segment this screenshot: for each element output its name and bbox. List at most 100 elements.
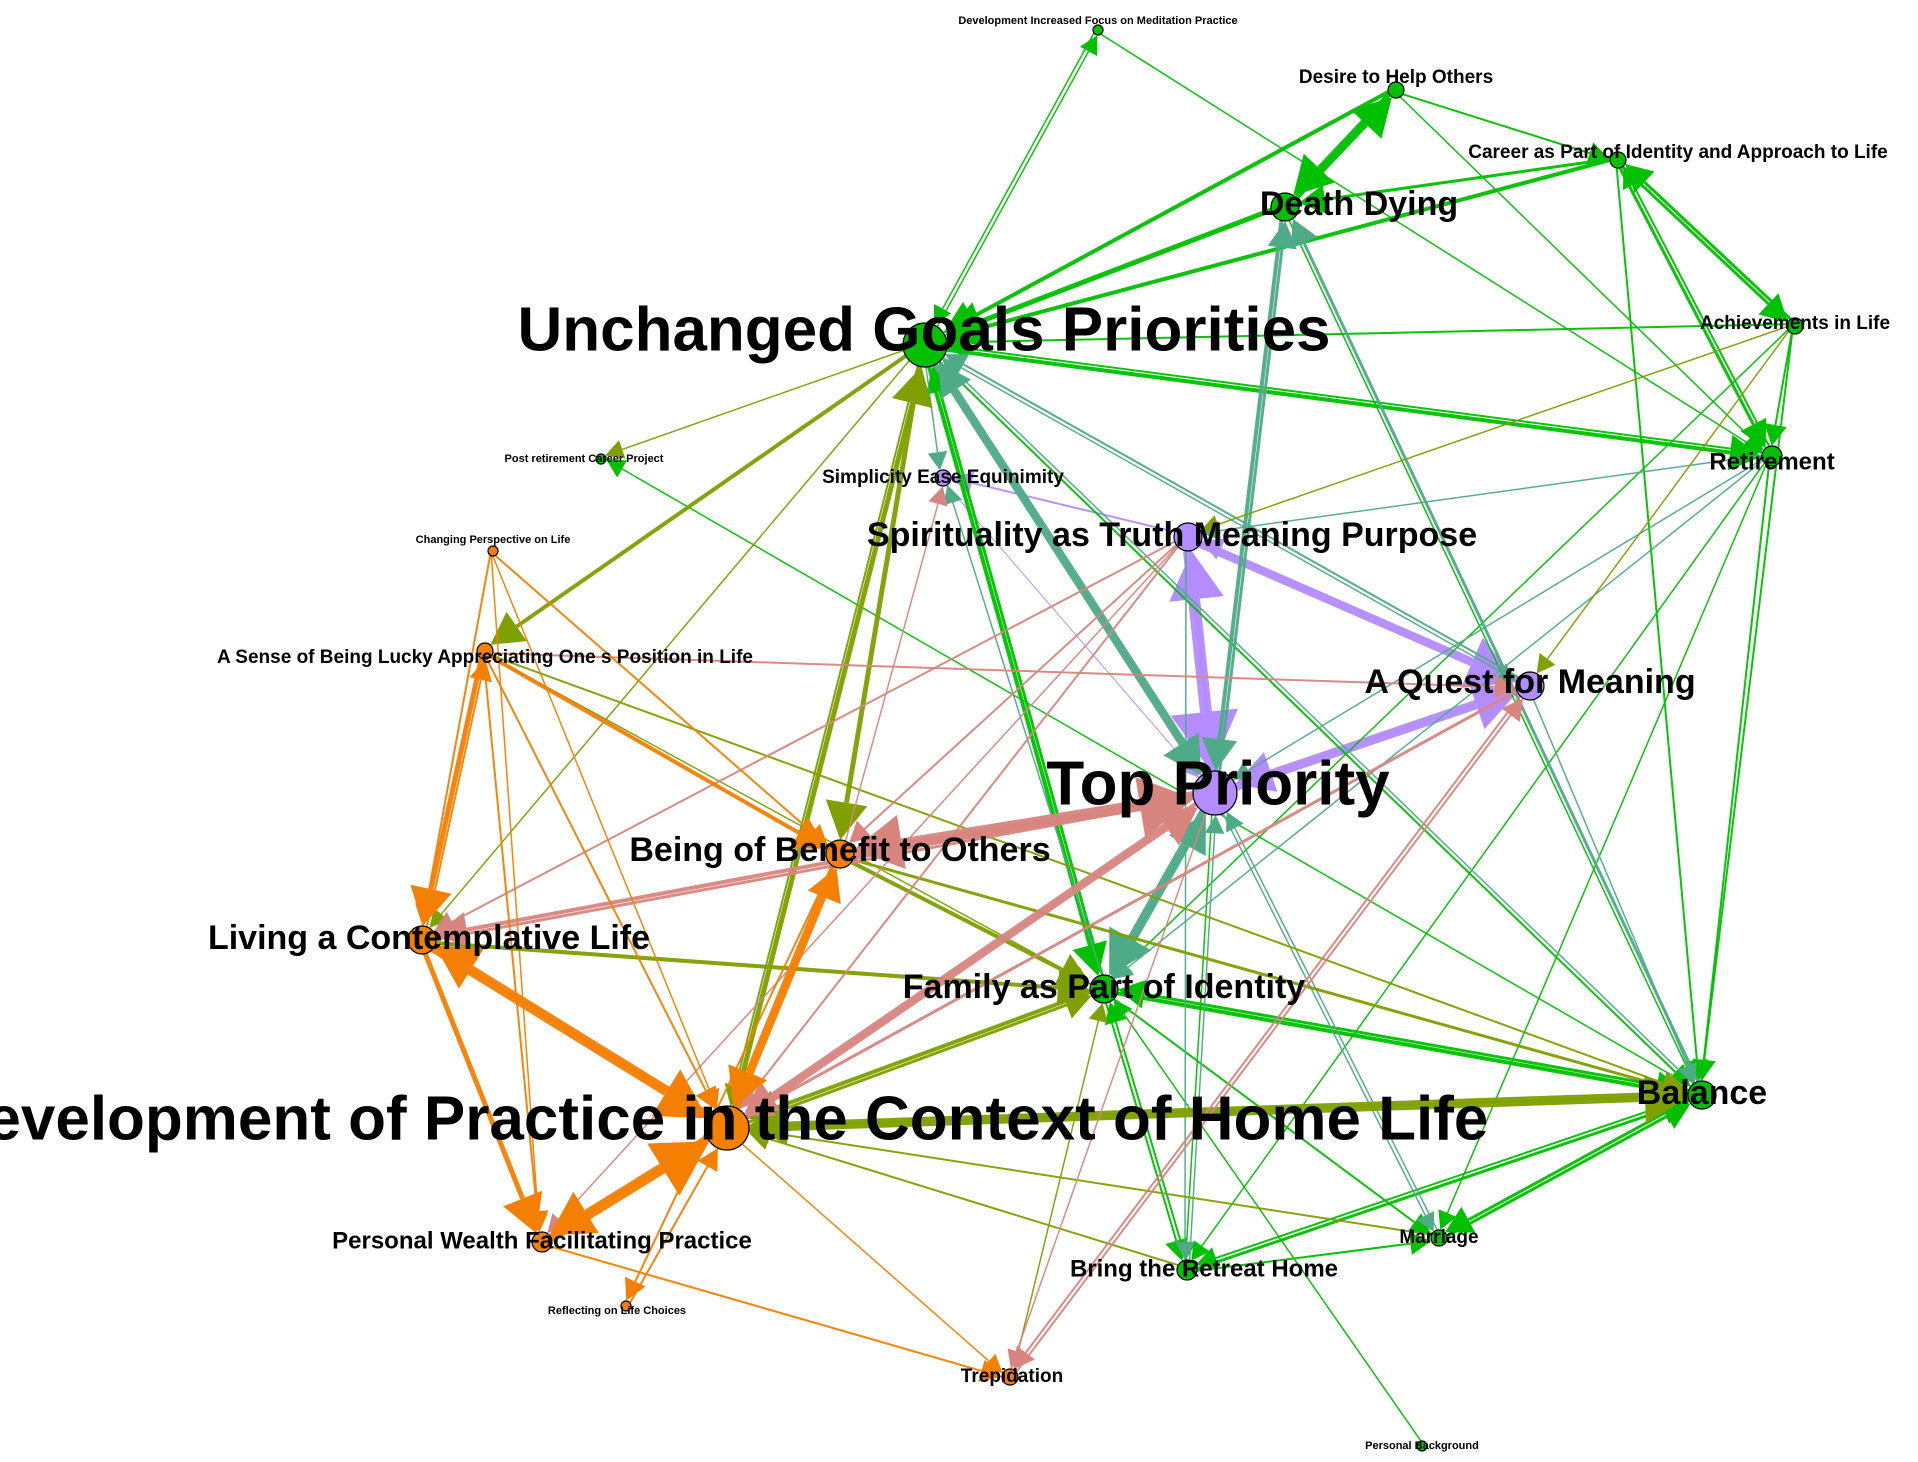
- edge-line: [1618, 167, 1755, 426]
- edge-arrowhead: [1678, 1062, 1697, 1083]
- node-simplicity[interactable]: [934, 469, 952, 487]
- edge-arrowhead: [807, 867, 841, 905]
- edge-line: [978, 207, 1273, 325]
- node-incfocus[interactable]: [1092, 24, 1104, 36]
- edge-line: [967, 323, 1788, 344]
- edge-line: [844, 365, 922, 804]
- node-spirit[interactable]: [1173, 522, 1203, 552]
- node-reflect[interactable]: [620, 1300, 632, 1312]
- edge-line: [1188, 833, 1216, 1261]
- edge-marriage-to-devpractice: [749, 1121, 1432, 1236]
- edge-line: [485, 658, 707, 1092]
- node-label-death: Death Dying: [1260, 185, 1458, 223]
- edge-arrowhead: [433, 911, 458, 932]
- edge-line: [1467, 1098, 1690, 1222]
- node-changing[interactable]: [487, 545, 499, 557]
- edge-line: [1196, 1108, 1665, 1271]
- edge-career-to-retire: [1618, 167, 1767, 449]
- node-unchanged[interactable]: [902, 322, 948, 368]
- edge-line: [490, 556, 539, 1215]
- node-balance[interactable]: [1687, 1080, 1717, 1110]
- node-trep[interactable]: [1001, 1368, 1019, 1386]
- node-contemp[interactable]: [407, 925, 437, 955]
- node-top[interactable]: [1192, 770, 1238, 816]
- edge-line: [927, 366, 1092, 946]
- edge-contemp-to-wealth: [422, 952, 543, 1234]
- edge-line: [1294, 122, 1368, 200]
- edge-line: [584, 1135, 709, 1216]
- edge-arrowhead: [469, 659, 492, 683]
- edge-arrowhead: [1007, 1348, 1027, 1369]
- edge-line: [971, 481, 1176, 533]
- edge-line: [863, 544, 1177, 830]
- edge-line: [1215, 1096, 1689, 1260]
- edge-arrowhead: [1267, 221, 1297, 250]
- node-devpractice[interactable]: [704, 1105, 750, 1151]
- edge-arrowhead: [1644, 1074, 1689, 1124]
- edge-devpractice-to-balance: [748, 1074, 1689, 1133]
- edge-line: [425, 555, 492, 906]
- edge-arrowhead: [1350, 97, 1392, 139]
- edge-desire-to-career: [1402, 93, 1610, 165]
- node-label-unchanged: Unchanged Goals Priorities: [517, 295, 1330, 364]
- node-label-contemp: Living a Contemplative Life: [208, 919, 650, 957]
- edge-arrowhead: [1758, 293, 1788, 322]
- edge-line: [1110, 844, 1190, 980]
- edge-line: [634, 865, 834, 1283]
- edge-retire-to-balance: [1692, 465, 1770, 1081]
- edge-arrowhead: [790, 817, 827, 849]
- node-family[interactable]: [1089, 974, 1119, 1004]
- edge-incfocus-to-unchanged: [933, 33, 1095, 325]
- nodes-layer: [407, 24, 1804, 1452]
- edge-line: [629, 1165, 709, 1304]
- edge-death-to-balance: [1288, 220, 1696, 1084]
- edge-line: [622, 349, 904, 451]
- edge-line: [1217, 220, 1284, 740]
- node-label-wealth: Personal Wealth Facilitating Practice: [332, 1227, 752, 1254]
- edge-arrowhead: [1113, 999, 1133, 1020]
- node-label-marriage: Marriage: [1399, 1227, 1478, 1248]
- node-wealth[interactable]: [531, 1231, 553, 1253]
- node-lucky[interactable]: [476, 642, 494, 660]
- edge-line: [470, 965, 711, 1118]
- edge-line: [1446, 464, 1767, 1214]
- edge-arrowhead: [978, 1359, 1002, 1382]
- edge-arrowhead: [697, 1148, 718, 1172]
- edge-family-to-simplicity: [943, 485, 1103, 976]
- node-career[interactable]: [1609, 151, 1627, 169]
- node-retire[interactable]: [1761, 445, 1783, 467]
- edge-arrowhead: [943, 485, 963, 506]
- edge-unchanged-to-postret: [605, 349, 904, 459]
- edge-arrowhead: [1438, 1209, 1457, 1230]
- node-achieve[interactable]: [1786, 317, 1804, 335]
- edge-top-to-quest: [1235, 683, 1518, 791]
- edge-arrowhead: [1163, 732, 1202, 776]
- node-death[interactable]: [1270, 192, 1300, 222]
- edge-line: [451, 540, 1176, 923]
- edge-spirit-to-benefit: [849, 544, 1177, 844]
- edge-line: [1220, 548, 1519, 680]
- edge-arrowhead: [942, 358, 963, 379]
- edge-line: [938, 390, 1104, 976]
- node-quest[interactable]: [1515, 671, 1545, 701]
- node-retreat[interactable]: [1176, 1259, 1198, 1281]
- edge-quest-to-balance: [1532, 699, 1697, 1083]
- edge-achieve-to-career: [1625, 164, 1792, 321]
- node-background[interactable]: [1416, 1440, 1428, 1452]
- node-label-retreat: Bring the Retreat Home: [1070, 1255, 1338, 1282]
- edge-line: [492, 556, 711, 1092]
- node-desire[interactable]: [1387, 81, 1405, 99]
- edge-arrowhead: [1536, 653, 1556, 674]
- edge-arrowhead: [1743, 430, 1764, 451]
- node-benefit[interactable]: [825, 839, 855, 869]
- edge-retire-to-marriage: [1438, 464, 1767, 1230]
- edge-quest-to-devpractice: [745, 689, 1518, 1116]
- edge-line: [850, 860, 1064, 972]
- edge-line: [735, 896, 827, 1110]
- node-postret[interactable]: [595, 453, 607, 465]
- edge-line: [1248, 458, 1763, 772]
- edge-arrowhead: [849, 820, 873, 844]
- edge-benefit-to-reflect: [625, 865, 834, 1301]
- edge-devpractice-to-family: [747, 991, 1092, 1124]
- node-marriage[interactable]: [1430, 1229, 1448, 1247]
